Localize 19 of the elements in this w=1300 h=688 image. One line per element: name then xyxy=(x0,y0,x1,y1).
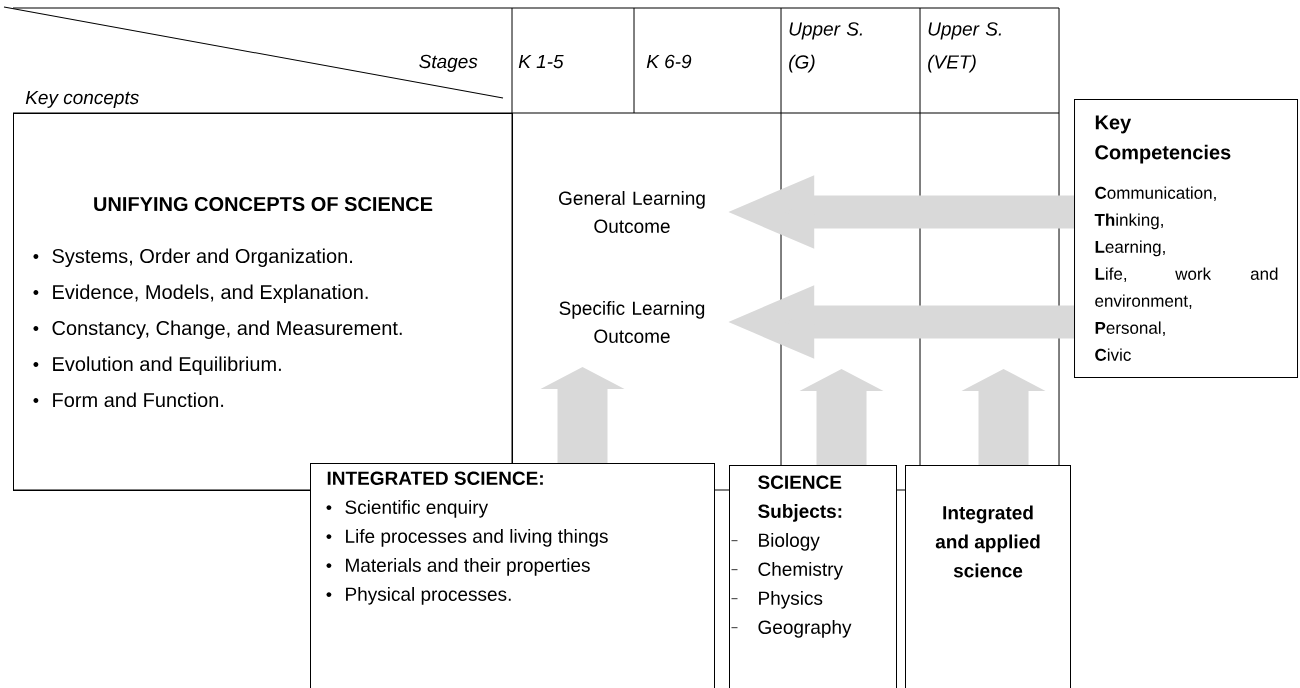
column-header: Upper S. (G) xyxy=(789,22,862,73)
node-label: Life processes and living things xyxy=(346,529,608,547)
node-label: Integrated and applied science xyxy=(935,505,1040,578)
integrated-science-box: INTEGRATED SCIENCE: Scientific enquiry Life processes and living things Materials and their properties Physical processes. xyxy=(310,463,715,688)
node-label: Scientific enquiry xyxy=(345,500,489,518)
block-arrow xyxy=(961,369,1046,465)
block-arrow xyxy=(540,367,625,463)
subjects-box: SCIENCE Subjects: Biology Chemistry Physics Geography xyxy=(729,465,897,688)
column-header: Stages xyxy=(419,54,478,72)
outcome-label: General Learning Outcome xyxy=(559,191,705,233)
column-header: K 1-5 xyxy=(518,54,564,69)
node-label: Physical processes. xyxy=(346,587,511,605)
competencies-box: Key Competencies Communication, Thinking, Learning, Life, work and environment, Personal, Civic xyxy=(1074,99,1298,378)
column-header: K 6-9 xyxy=(646,54,692,69)
block-arrow xyxy=(799,369,884,465)
node-label: Materials and their properties xyxy=(346,558,590,576)
applied-science-box: Integrated and applied science xyxy=(905,465,1071,688)
outcome-label: Specific Learning Outcome xyxy=(559,301,705,343)
column-header: Upper S. (VET) xyxy=(928,22,1001,73)
